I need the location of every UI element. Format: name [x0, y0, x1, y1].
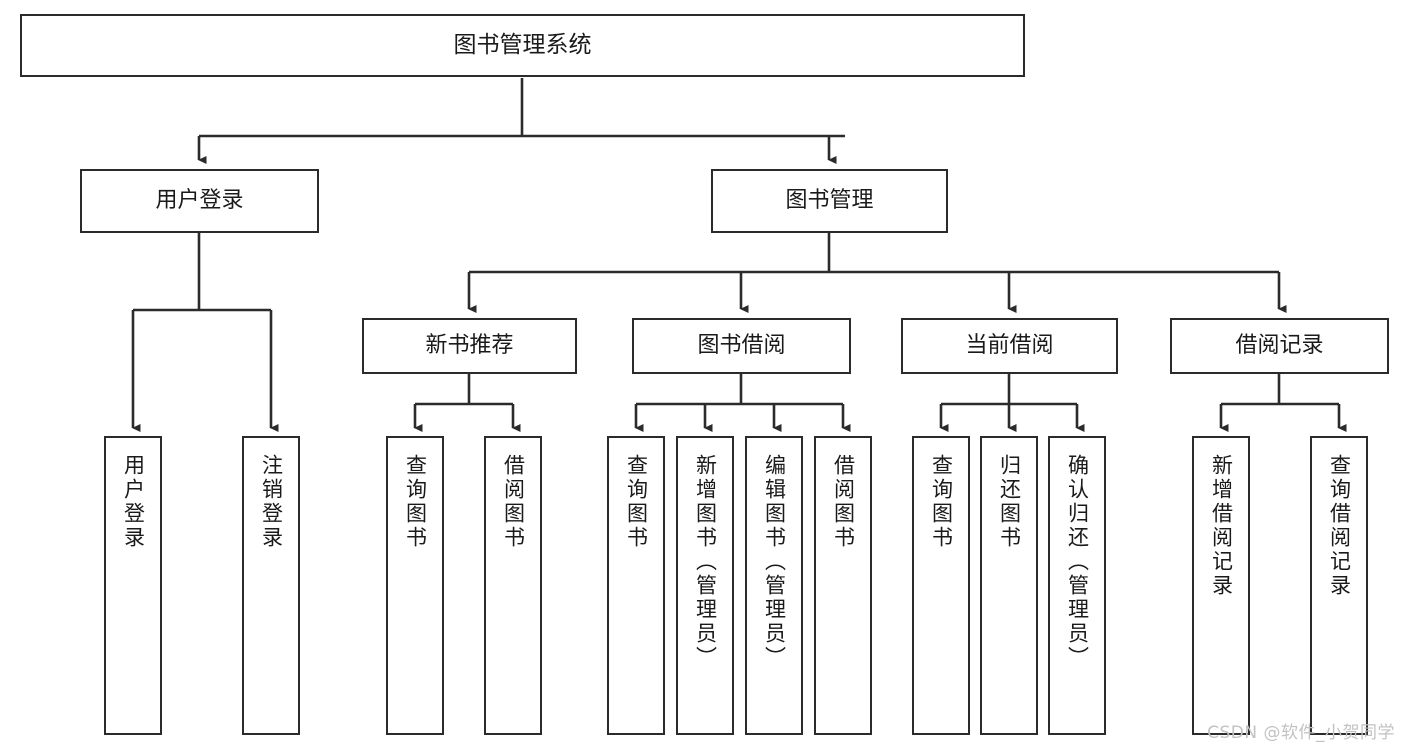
node-book-manage-label: 图书管理	[785, 187, 874, 213]
node-book-manage[interactable]: 图书管理	[711, 169, 948, 233]
leaf-borrow-book-2-label: 借阅图书	[831, 454, 856, 550]
leaf-confirm-return-label: 确认归还（管理员）	[1065, 454, 1090, 670]
node-user-login-label: 用户登录	[155, 187, 244, 213]
node-book-borrow[interactable]: 图书借阅	[632, 318, 851, 374]
leaf-logout[interactable]: 注销登录	[242, 436, 300, 735]
node-book-borrow-label: 图书借阅	[697, 332, 786, 358]
node-borrow-record-label: 借阅记录	[1235, 332, 1324, 358]
leaf-query-book-3[interactable]: 查询图书	[912, 436, 970, 735]
leaf-user-login-label: 用户登录	[121, 454, 146, 550]
leaf-query-book-3-label: 查询图书	[929, 454, 954, 550]
node-root-system-label: 图书管理系统	[453, 32, 592, 59]
leaf-return-book-label: 归还图书	[997, 454, 1022, 550]
leaf-borrow-book-1-label: 借阅图书	[501, 454, 526, 550]
leaf-query-book-1[interactable]: 查询图书	[386, 436, 444, 735]
node-current-borrow-label: 当前借阅	[965, 332, 1054, 358]
node-new-book-recommend[interactable]: 新书推荐	[362, 318, 577, 374]
leaf-query-book-2[interactable]: 查询图书	[607, 436, 665, 735]
leaf-borrow-book-2[interactable]: 借阅图书	[814, 436, 872, 735]
leaf-borrow-book-1[interactable]: 借阅图书	[484, 436, 542, 735]
node-new-book-recommend-label: 新书推荐	[425, 332, 514, 358]
leaf-edit-book[interactable]: 编辑图书（管理员）	[745, 436, 803, 735]
csdn-watermark: CSDN @软件_小贺同学	[1207, 723, 1395, 743]
leaf-add-book[interactable]: 新增图书（管理员）	[676, 436, 734, 735]
leaf-user-login[interactable]: 用户登录	[104, 436, 162, 735]
node-root-system[interactable]: 图书管理系统	[20, 14, 1025, 77]
leaf-return-book[interactable]: 归还图书	[980, 436, 1038, 735]
leaf-query-book-2-label: 查询图书	[624, 454, 649, 550]
leaf-query-book-1-label: 查询图书	[403, 454, 428, 550]
leaf-add-record-label: 新增借阅记录	[1209, 454, 1234, 598]
leaf-query-record[interactable]: 查询借阅记录	[1310, 436, 1368, 735]
leaf-query-record-label: 查询借阅记录	[1327, 454, 1352, 598]
leaf-add-book-label: 新增图书（管理员）	[693, 454, 718, 670]
node-current-borrow[interactable]: 当前借阅	[901, 318, 1118, 374]
node-user-login[interactable]: 用户登录	[80, 169, 319, 233]
leaf-edit-book-label: 编辑图书（管理员）	[762, 454, 787, 670]
leaf-add-record[interactable]: 新增借阅记录	[1192, 436, 1250, 735]
node-borrow-record[interactable]: 借阅记录	[1170, 318, 1389, 374]
leaf-confirm-return[interactable]: 确认归还（管理员）	[1048, 436, 1106, 735]
leaf-logout-label: 注销登录	[259, 454, 284, 550]
